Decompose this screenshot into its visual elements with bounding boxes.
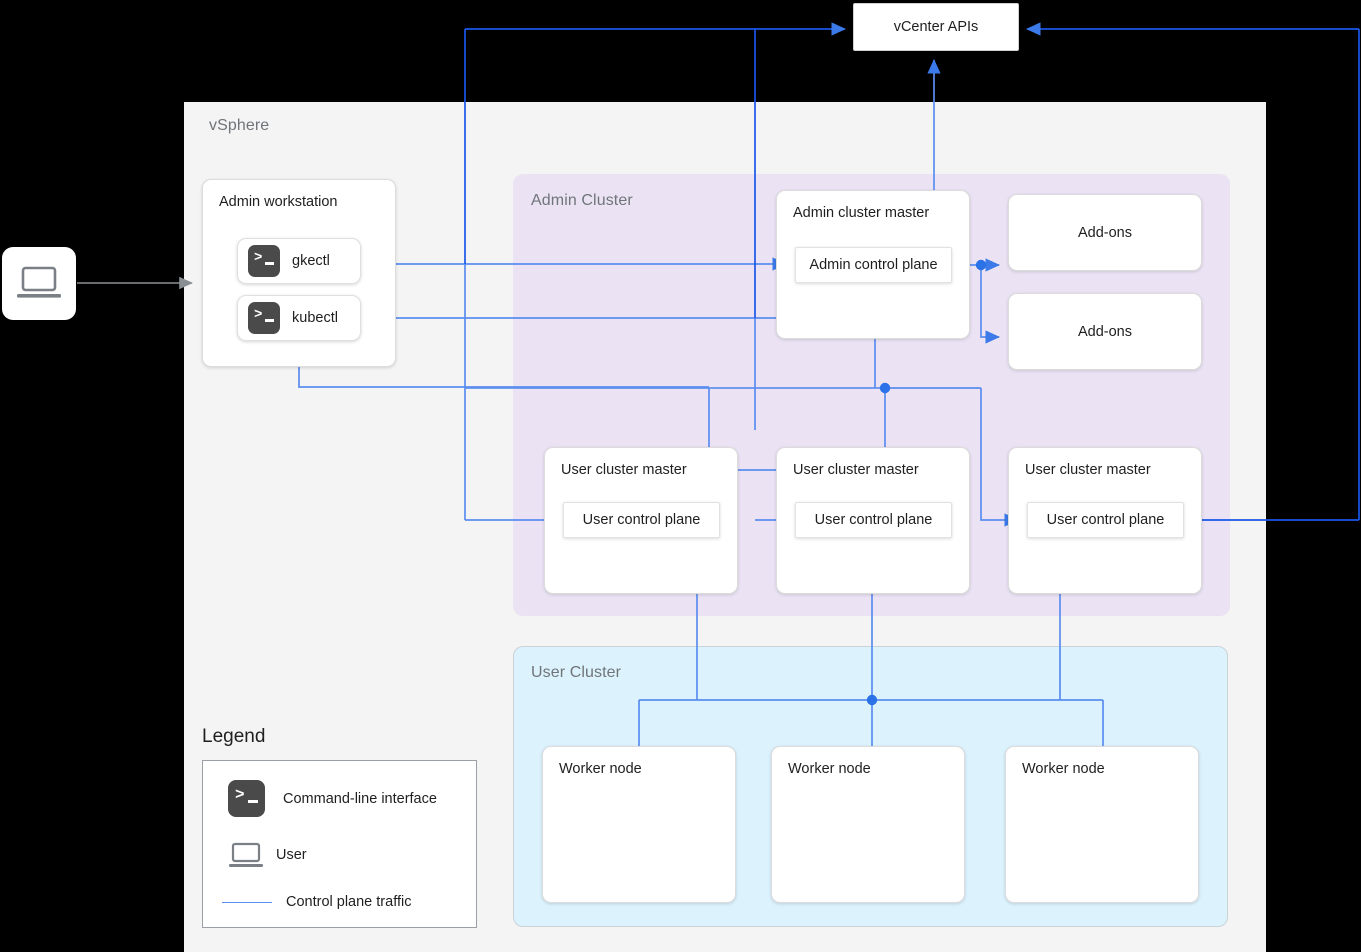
line-swatch-icon (222, 901, 272, 903)
worker-node-title: Worker node (559, 761, 642, 777)
legend-title: Legend (202, 726, 266, 747)
user-cluster-master-title: User cluster master (561, 462, 687, 478)
worker-node-box-1[interactable]: Worker node (542, 746, 736, 903)
user-control-plane-box-2[interactable]: User control plane (795, 502, 952, 538)
vcenter-apis-box[interactable]: vCenter APIs (853, 3, 1019, 51)
gkectl-label: gkectl (292, 253, 330, 269)
vcenter-apis-label: vCenter APIs (893, 19, 979, 35)
legend-cli-label: Command-line interface (283, 790, 437, 807)
legend-traffic-label: Control plane traffic (286, 894, 412, 910)
addons-box-1[interactable]: Add-ons (1008, 194, 1202, 271)
addons-label: Add-ons (1077, 323, 1132, 340)
addons-box-2[interactable]: Add-ons (1008, 293, 1202, 370)
user-node-box[interactable] (2, 247, 76, 320)
gkectl-chip[interactable]: gkectl (237, 238, 361, 284)
user-cluster-master-title: User cluster master (793, 462, 919, 478)
legend-item-traffic: Control plane traffic (222, 894, 411, 910)
addons-label: Add-ons (1077, 224, 1132, 241)
worker-node-title: Worker node (788, 761, 871, 777)
user-control-plane-label: User control plane (1046, 512, 1165, 528)
user-control-plane-box-1[interactable]: User control plane (563, 502, 720, 538)
admin-cluster-master-title: Admin cluster master (793, 205, 930, 221)
user-cluster-label: User Cluster (531, 664, 622, 681)
admin-control-plane-label: Admin control plane (809, 257, 938, 273)
admin-cluster-label: Admin Cluster (531, 192, 633, 209)
user-control-plane-label: User control plane (582, 512, 701, 528)
user-cluster-master-title: User cluster master (1025, 462, 1151, 478)
vsphere-label: vSphere (209, 117, 270, 134)
user-control-plane-box-3[interactable]: User control plane (1027, 502, 1184, 538)
worker-node-title: Worker node (1022, 761, 1105, 777)
kubectl-chip[interactable]: kubectl (237, 295, 361, 341)
user-control-plane-label: User control plane (814, 512, 933, 528)
terminal-icon (248, 302, 280, 334)
legend-item-cli: Command-line interface (228, 780, 437, 817)
legend-user-label: User (276, 847, 307, 863)
admin-workstation-title: Admin workstation (219, 194, 338, 210)
worker-node-box-3[interactable]: Worker node (1005, 746, 1199, 903)
laptop-icon (229, 842, 263, 867)
worker-node-box-2[interactable]: Worker node (771, 746, 965, 903)
terminal-icon (228, 780, 265, 817)
laptop-icon (17, 266, 61, 298)
admin-control-plane-box[interactable]: Admin control plane (795, 247, 952, 283)
legend-item-user: User (228, 840, 307, 870)
terminal-icon (248, 245, 280, 277)
kubectl-label: kubectl (292, 310, 338, 326)
